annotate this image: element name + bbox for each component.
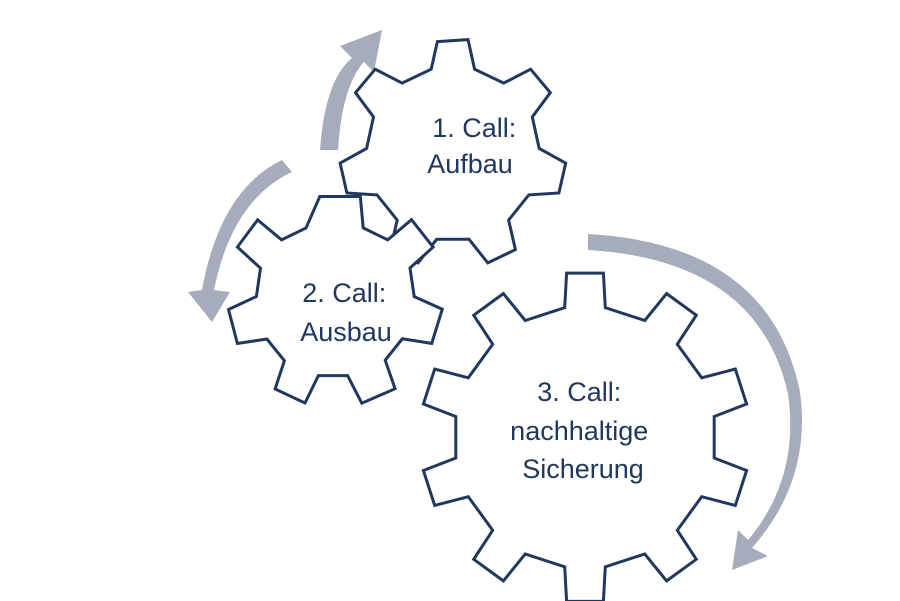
gear-call-1-line-2: Aufbau xyxy=(427,149,513,179)
gear-call-2-line-1: 2. Call: xyxy=(302,278,386,308)
arrow-to-call-1 xyxy=(320,30,382,150)
gear-call-2-body xyxy=(226,195,445,406)
gear-call-1-body xyxy=(338,38,568,265)
cycle-arrows xyxy=(188,30,802,570)
gear-call-1-label: 1. Call: Aufbau xyxy=(427,113,524,179)
gear-call-1: 1. Call: Aufbau xyxy=(338,38,568,265)
arrow-to-call-2 xyxy=(188,160,292,322)
gear-call-3-label: 3. Call: nachhaltige Sicherung xyxy=(510,377,656,484)
gear-call-3-line-1: 3. Call: xyxy=(537,377,621,407)
gear-call-1-line-1: 1. Call: xyxy=(432,113,516,143)
gear-call-2-line-2: Ausbau xyxy=(300,317,392,347)
gear-call-2: 2. Call: Ausbau xyxy=(226,195,445,406)
gear-call-3: 3. Call: nachhaltige Sicherung xyxy=(421,271,749,601)
gear-call-3-body xyxy=(421,271,749,601)
gear-call-3-line-3: Sicherung xyxy=(522,454,644,484)
gear-call-3-line-2: nachhaltige xyxy=(510,416,648,446)
gear-call-2-label: 2. Call: Ausbau xyxy=(300,278,394,347)
